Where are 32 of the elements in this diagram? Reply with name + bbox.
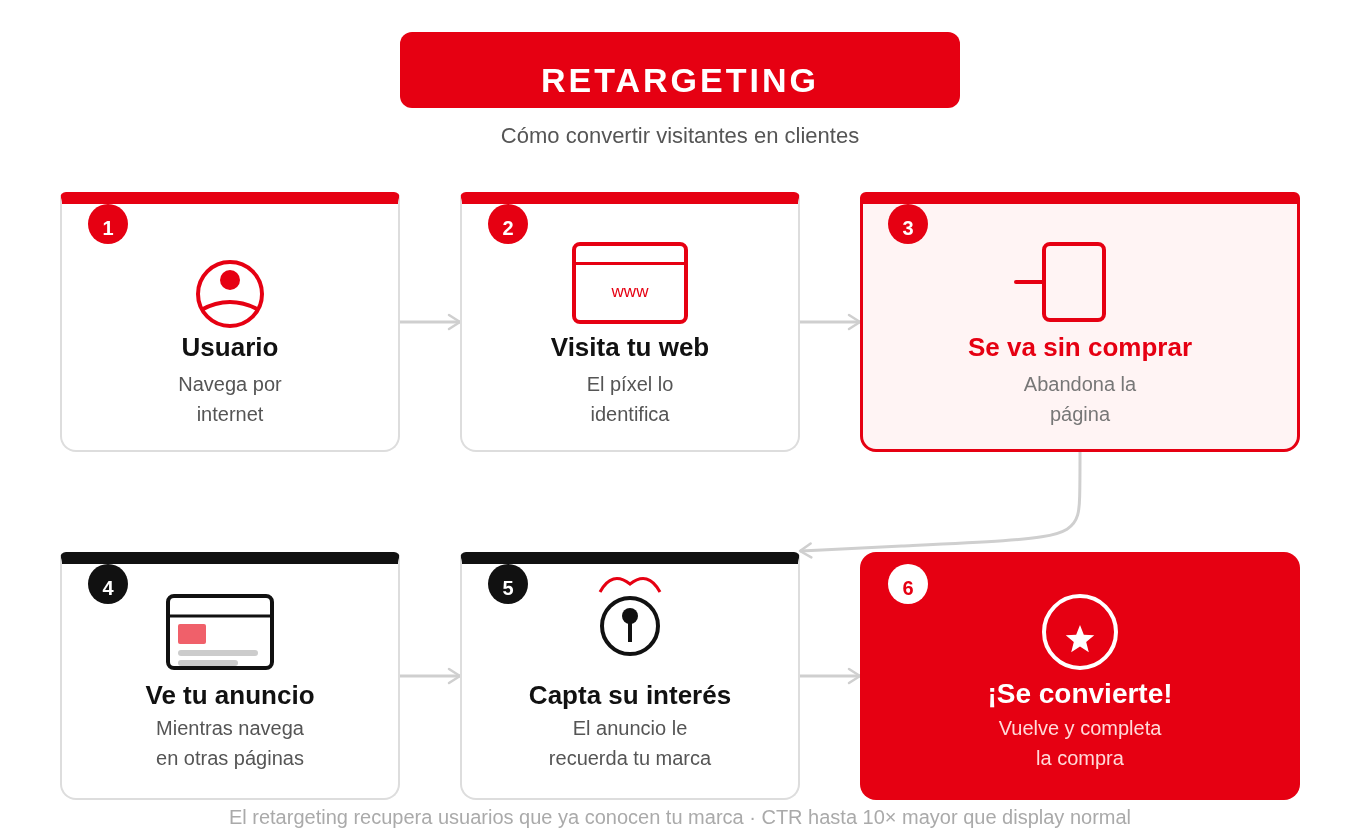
step-title: Capta su interés: [528, 680, 732, 710]
step-description: El píxel lo identifica: [585, 372, 675, 427]
step-description: Mientras navega en otras páginas: [155, 716, 305, 771]
step-title: Se va sin comprar: [968, 332, 1192, 362]
title-banner: RETARGETING: [400, 32, 960, 108]
step-card: [460, 552, 800, 800]
arrow: [400, 667, 462, 685]
step-title: ¡Se convierte!: [987, 679, 1173, 709]
arrow: [400, 313, 462, 331]
step-title: Visita tu web: [550, 332, 710, 362]
step-card: [460, 192, 800, 452]
step-title: Ve tu anuncio: [145, 680, 315, 710]
step-card: [60, 552, 400, 800]
browser-window: www: [572, 242, 688, 324]
step-number-badge: 4: [88, 564, 128, 604]
step-description: El anuncio le recuerda tu marca: [547, 716, 713, 771]
footnote: El retargeting recupera usuarios que ya conocen tu marca · CTR hasta 10× mayor que display normal: [228, 805, 1132, 830]
arrow: [800, 313, 862, 331]
step-title: Usuario: [181, 332, 279, 362]
step-number-badge: 6: [888, 564, 928, 604]
step-description: Abandona la página: [1022, 372, 1138, 427]
step-number-badge: 5: [488, 564, 528, 604]
step-card: [60, 192, 400, 452]
arrow: [800, 667, 862, 685]
step-number-badge: 1: [88, 204, 128, 244]
step-card: [860, 192, 1300, 452]
step-number-badge: 3: [888, 204, 928, 244]
subtitle: Cómo convertir visitantes en clientes: [500, 122, 860, 150]
step-card: [860, 552, 1300, 800]
step-description: Navega por internet: [177, 372, 283, 427]
step-number-badge: 2: [488, 204, 528, 244]
step-description: Vuelve y completa la compra: [997, 716, 1163, 771]
